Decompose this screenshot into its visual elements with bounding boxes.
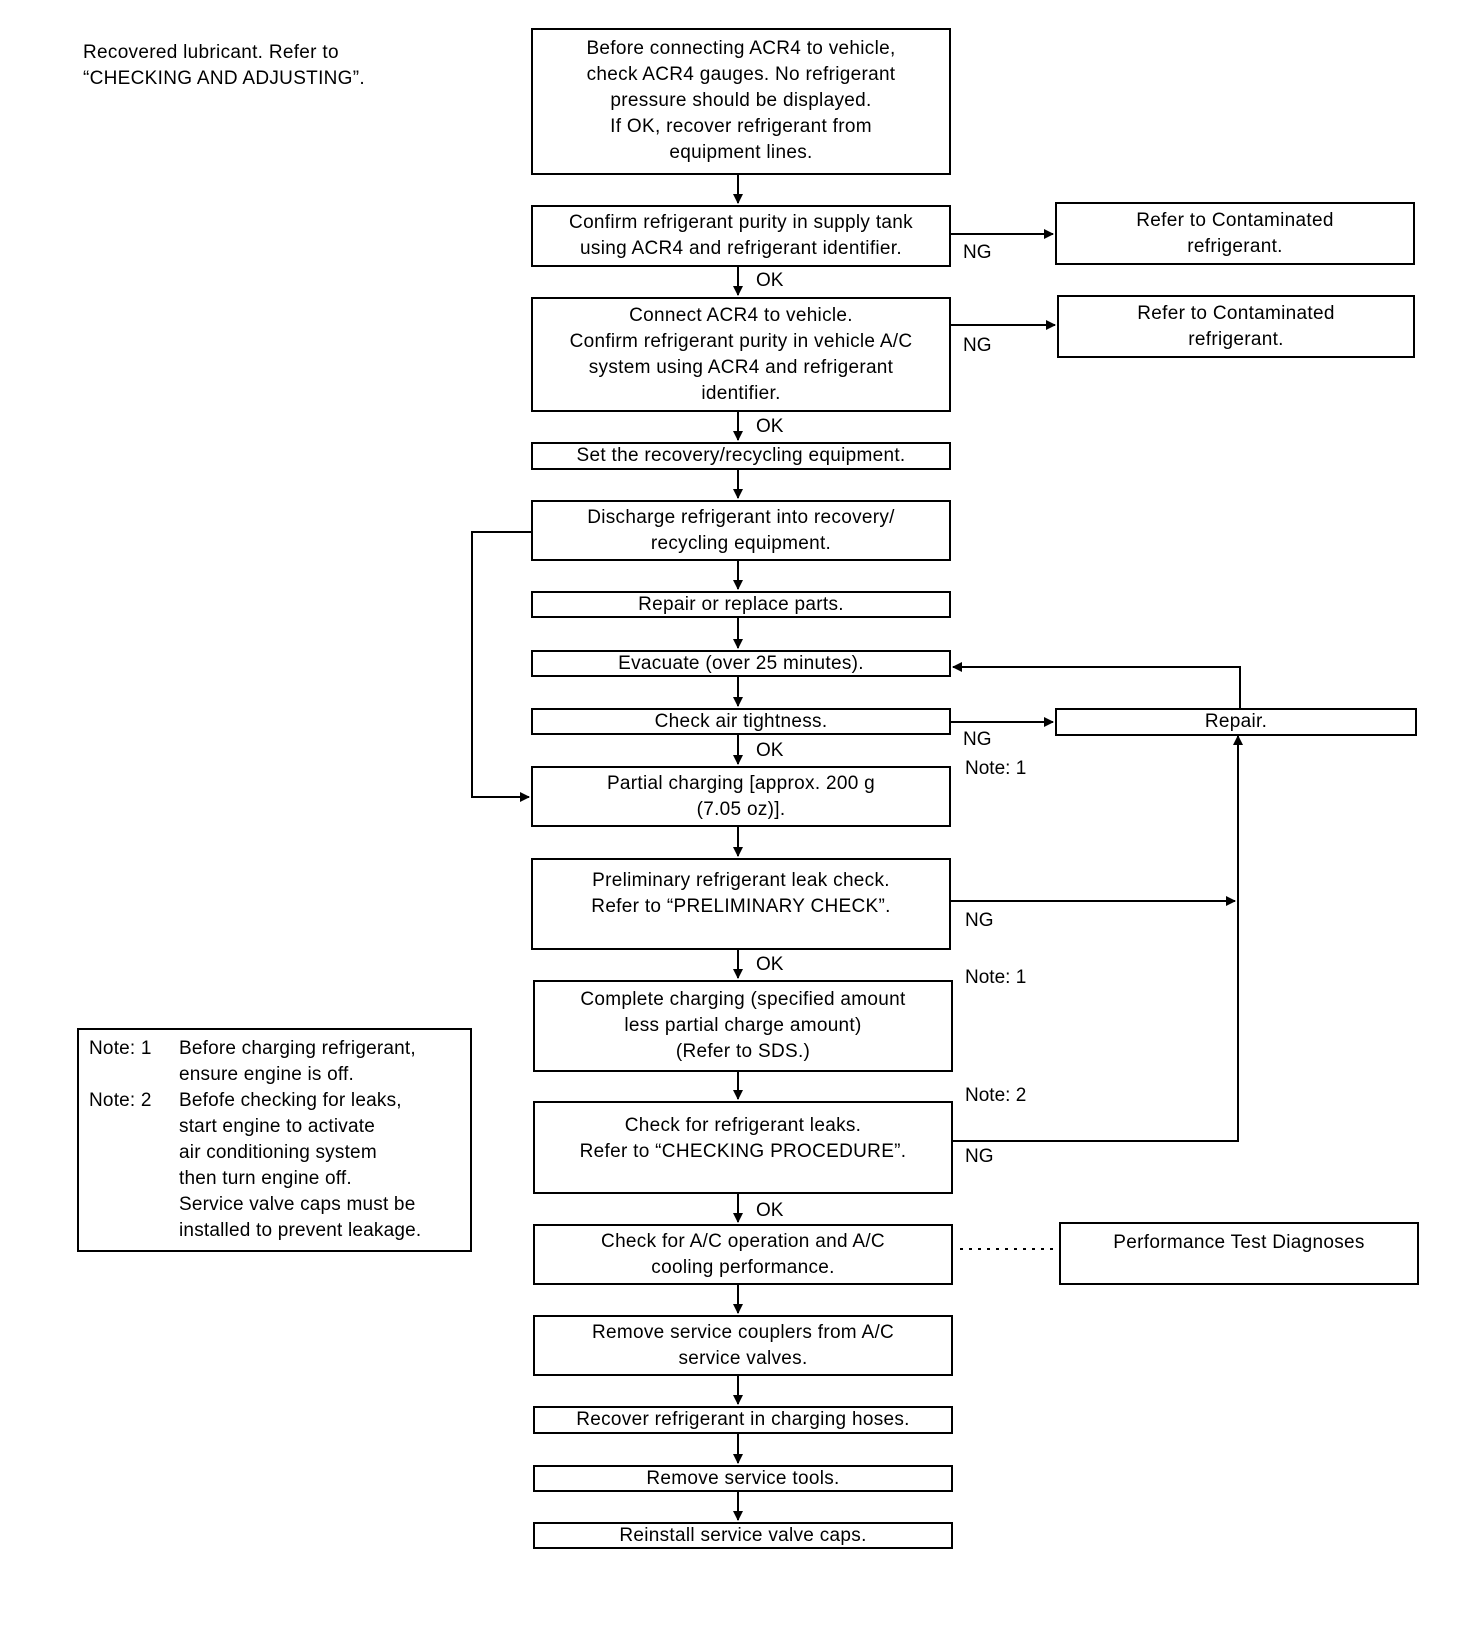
step-check-ac-operation: Check for A/C operation and A/C cooling … <box>533 1224 953 1285</box>
step-preliminary-leak-check: Preliminary refrigerant leak check. Refe… <box>531 858 951 950</box>
step-text: (Refer to SDS.) <box>675 1041 811 1062</box>
label-ng: NG <box>963 242 992 263</box>
step-check-air-tightness: Check air tightness. <box>531 708 951 735</box>
note-text: start engine to activate <box>179 1116 375 1137</box>
note-text: Service valve caps must be <box>179 1194 416 1215</box>
label-ok: OK <box>756 270 784 291</box>
label-ng: NG <box>963 729 992 750</box>
note-row: start engine to activate <box>89 1114 470 1140</box>
step-text: Refer to “CHECKING PROCEDURE”. <box>579 1141 907 1162</box>
step-remove-service-tools: Remove service tools. <box>533 1465 953 1492</box>
side-text: Refer to Contaminated <box>1136 210 1334 231</box>
step-text: system using ACR4 and refrigerant <box>588 356 894 378</box>
note-text: installed to prevent leakage. <box>179 1220 422 1241</box>
note-row: Service valve caps must be <box>89 1192 470 1218</box>
step-text: Set the recovery/recycling equipment. <box>576 445 906 466</box>
step-text: Partial charging [approx. 200 g <box>606 772 876 794</box>
side-repair: Repair. <box>1055 708 1417 736</box>
step-text: Confirm refrigerant purity in supply tan… <box>569 212 913 233</box>
step-remove-service-couplers: Remove service couplers from A/C service… <box>533 1315 953 1376</box>
note-text: Before charging refrigerant, <box>179 1038 416 1059</box>
step-text: cooling performance. <box>651 1256 835 1278</box>
step-text: using ACR4 and refrigerant identifier. <box>580 238 902 259</box>
header-note: Recovered lubricant. Refer to “CHECKING … <box>83 40 365 92</box>
step-check-acr4-gauges: Before connecting ACR4 to vehicle, check… <box>531 28 951 175</box>
step-text: less partial charge amount) <box>624 1015 862 1036</box>
side-text: Refer to Contaminated <box>1137 303 1335 324</box>
note-text: ensure engine is off. <box>179 1064 354 1085</box>
note-text: air conditioning system <box>179 1142 377 1163</box>
step-repair-replace-parts: Repair or replace parts. <box>531 591 951 618</box>
step-complete-charging: Complete charging (specified amount less… <box>533 980 953 1072</box>
note-label: Note: 1 <box>89 1038 152 1059</box>
step-text: Recover refrigerant in charging hoses. <box>576 1409 910 1430</box>
step-text: Check for refrigerant leaks. <box>624 1115 862 1136</box>
step-text: Check for A/C operation and A/C <box>601 1230 885 1252</box>
side-performance-test-diagnoses: Performance Test Diagnoses <box>1059 1222 1419 1285</box>
note-label: Note: 2 <box>89 1090 152 1111</box>
step-text: If OK, recover refrigerant from <box>610 116 872 137</box>
label-note-1: Note: 1 <box>965 758 1027 779</box>
side-text: Performance Test Diagnoses <box>1113 1232 1365 1253</box>
arrow-discharge-to-partial-charging <box>471 531 531 802</box>
step-text: Confirm refrigerant purity in vehicle A/… <box>569 330 913 352</box>
step-recover-charging-hoses: Recover refrigerant in charging hoses. <box>533 1406 953 1434</box>
step-text: Connect ACR4 to vehicle. <box>629 304 853 326</box>
step-set-recovery-equipment: Set the recovery/recycling equipment. <box>531 442 951 470</box>
side-text: Repair. <box>1204 711 1268 732</box>
label-ok: OK <box>756 1200 784 1221</box>
step-text: (7.05 oz)]. <box>696 798 786 820</box>
step-text: Discharge refrigerant into recovery/ <box>587 506 895 528</box>
label-note-1: Note: 1 <box>965 967 1027 988</box>
label-ok: OK <box>756 954 784 975</box>
note-text: Befofe checking for leaks, <box>179 1090 402 1111</box>
step-text: pressure should be displayed. <box>610 90 872 111</box>
label-ng: NG <box>965 1146 994 1167</box>
header-note-line: Recovered lubricant. Refer to <box>83 42 339 63</box>
arrow-ng-step12-to-repair <box>953 735 1243 1142</box>
note-text: then turn engine off. <box>179 1168 352 1189</box>
step-text: Refer to “PRELIMINARY CHECK”. <box>591 896 891 917</box>
note-row: ensure engine is off. <box>89 1062 470 1088</box>
step-discharge-refrigerant: Discharge refrigerant into recovery/ rec… <box>531 500 951 561</box>
step-reinstall-valve-caps: Reinstall service valve caps. <box>533 1522 953 1549</box>
step-text: Preliminary refrigerant leak check. <box>592 870 890 891</box>
step-text: Evacuate (over 25 minutes). <box>618 652 864 674</box>
label-note-2: Note: 2 <box>965 1085 1027 1106</box>
side-text: refrigerant. <box>1187 236 1283 257</box>
label-ng: NG <box>963 335 992 356</box>
label-ok: OK <box>756 740 784 761</box>
step-text: Remove service couplers from A/C <box>591 1321 895 1343</box>
label-ok: OK <box>756 416 784 437</box>
step-partial-charging: Partial charging [approx. 200 g (7.05 oz… <box>531 766 951 827</box>
side-contaminated-refrigerant-2: Refer to Contaminated refrigerant. <box>1057 295 1415 358</box>
step-evacuate: Evacuate (over 25 minutes). <box>531 650 951 677</box>
step-text: equipment lines. <box>669 142 813 163</box>
header-note-line: “CHECKING AND ADJUSTING”. <box>83 68 365 89</box>
note-row: Note: 2 Befofe checking for leaks, <box>89 1088 470 1114</box>
step-text: Reinstall service valve caps. <box>619 1524 867 1546</box>
step-text: Repair or replace parts. <box>638 593 844 615</box>
step-text: service valves. <box>678 1347 808 1369</box>
step-text: check ACR4 gauges. No refrigerant <box>586 64 896 85</box>
side-text: refrigerant. <box>1188 329 1284 350</box>
step-text: Before connecting ACR4 to vehicle, <box>586 38 896 59</box>
note-row: installed to prevent leakage. <box>89 1218 470 1244</box>
step-text: Check air tightness. <box>654 710 828 732</box>
step-text: Complete charging (specified amount <box>580 989 906 1010</box>
arrow-repair-to-evacuate <box>952 662 1241 708</box>
note-row: then turn engine off. <box>89 1166 470 1192</box>
step-check-refrigerant-leaks: Check for refrigerant leaks. Refer to “C… <box>533 1101 953 1194</box>
step-confirm-supply-tank-purity: Confirm refrigerant purity in supply tan… <box>531 205 951 267</box>
side-contaminated-refrigerant-1: Refer to Contaminated refrigerant. <box>1055 202 1415 265</box>
step-connect-acr4-confirm-purity: Connect ACR4 to vehicle. Confirm refrige… <box>531 297 951 412</box>
notes-box: Note: 1 Before charging refrigerant, ens… <box>77 1028 472 1252</box>
label-ng: NG <box>965 910 994 931</box>
step-text: Remove service tools. <box>646 1467 840 1489</box>
step-text: identifier. <box>701 382 781 404</box>
note-row: air conditioning system <box>89 1140 470 1166</box>
note-row: Note: 1 Before charging refrigerant, <box>89 1036 470 1062</box>
step-text: recycling equipment. <box>650 532 832 554</box>
